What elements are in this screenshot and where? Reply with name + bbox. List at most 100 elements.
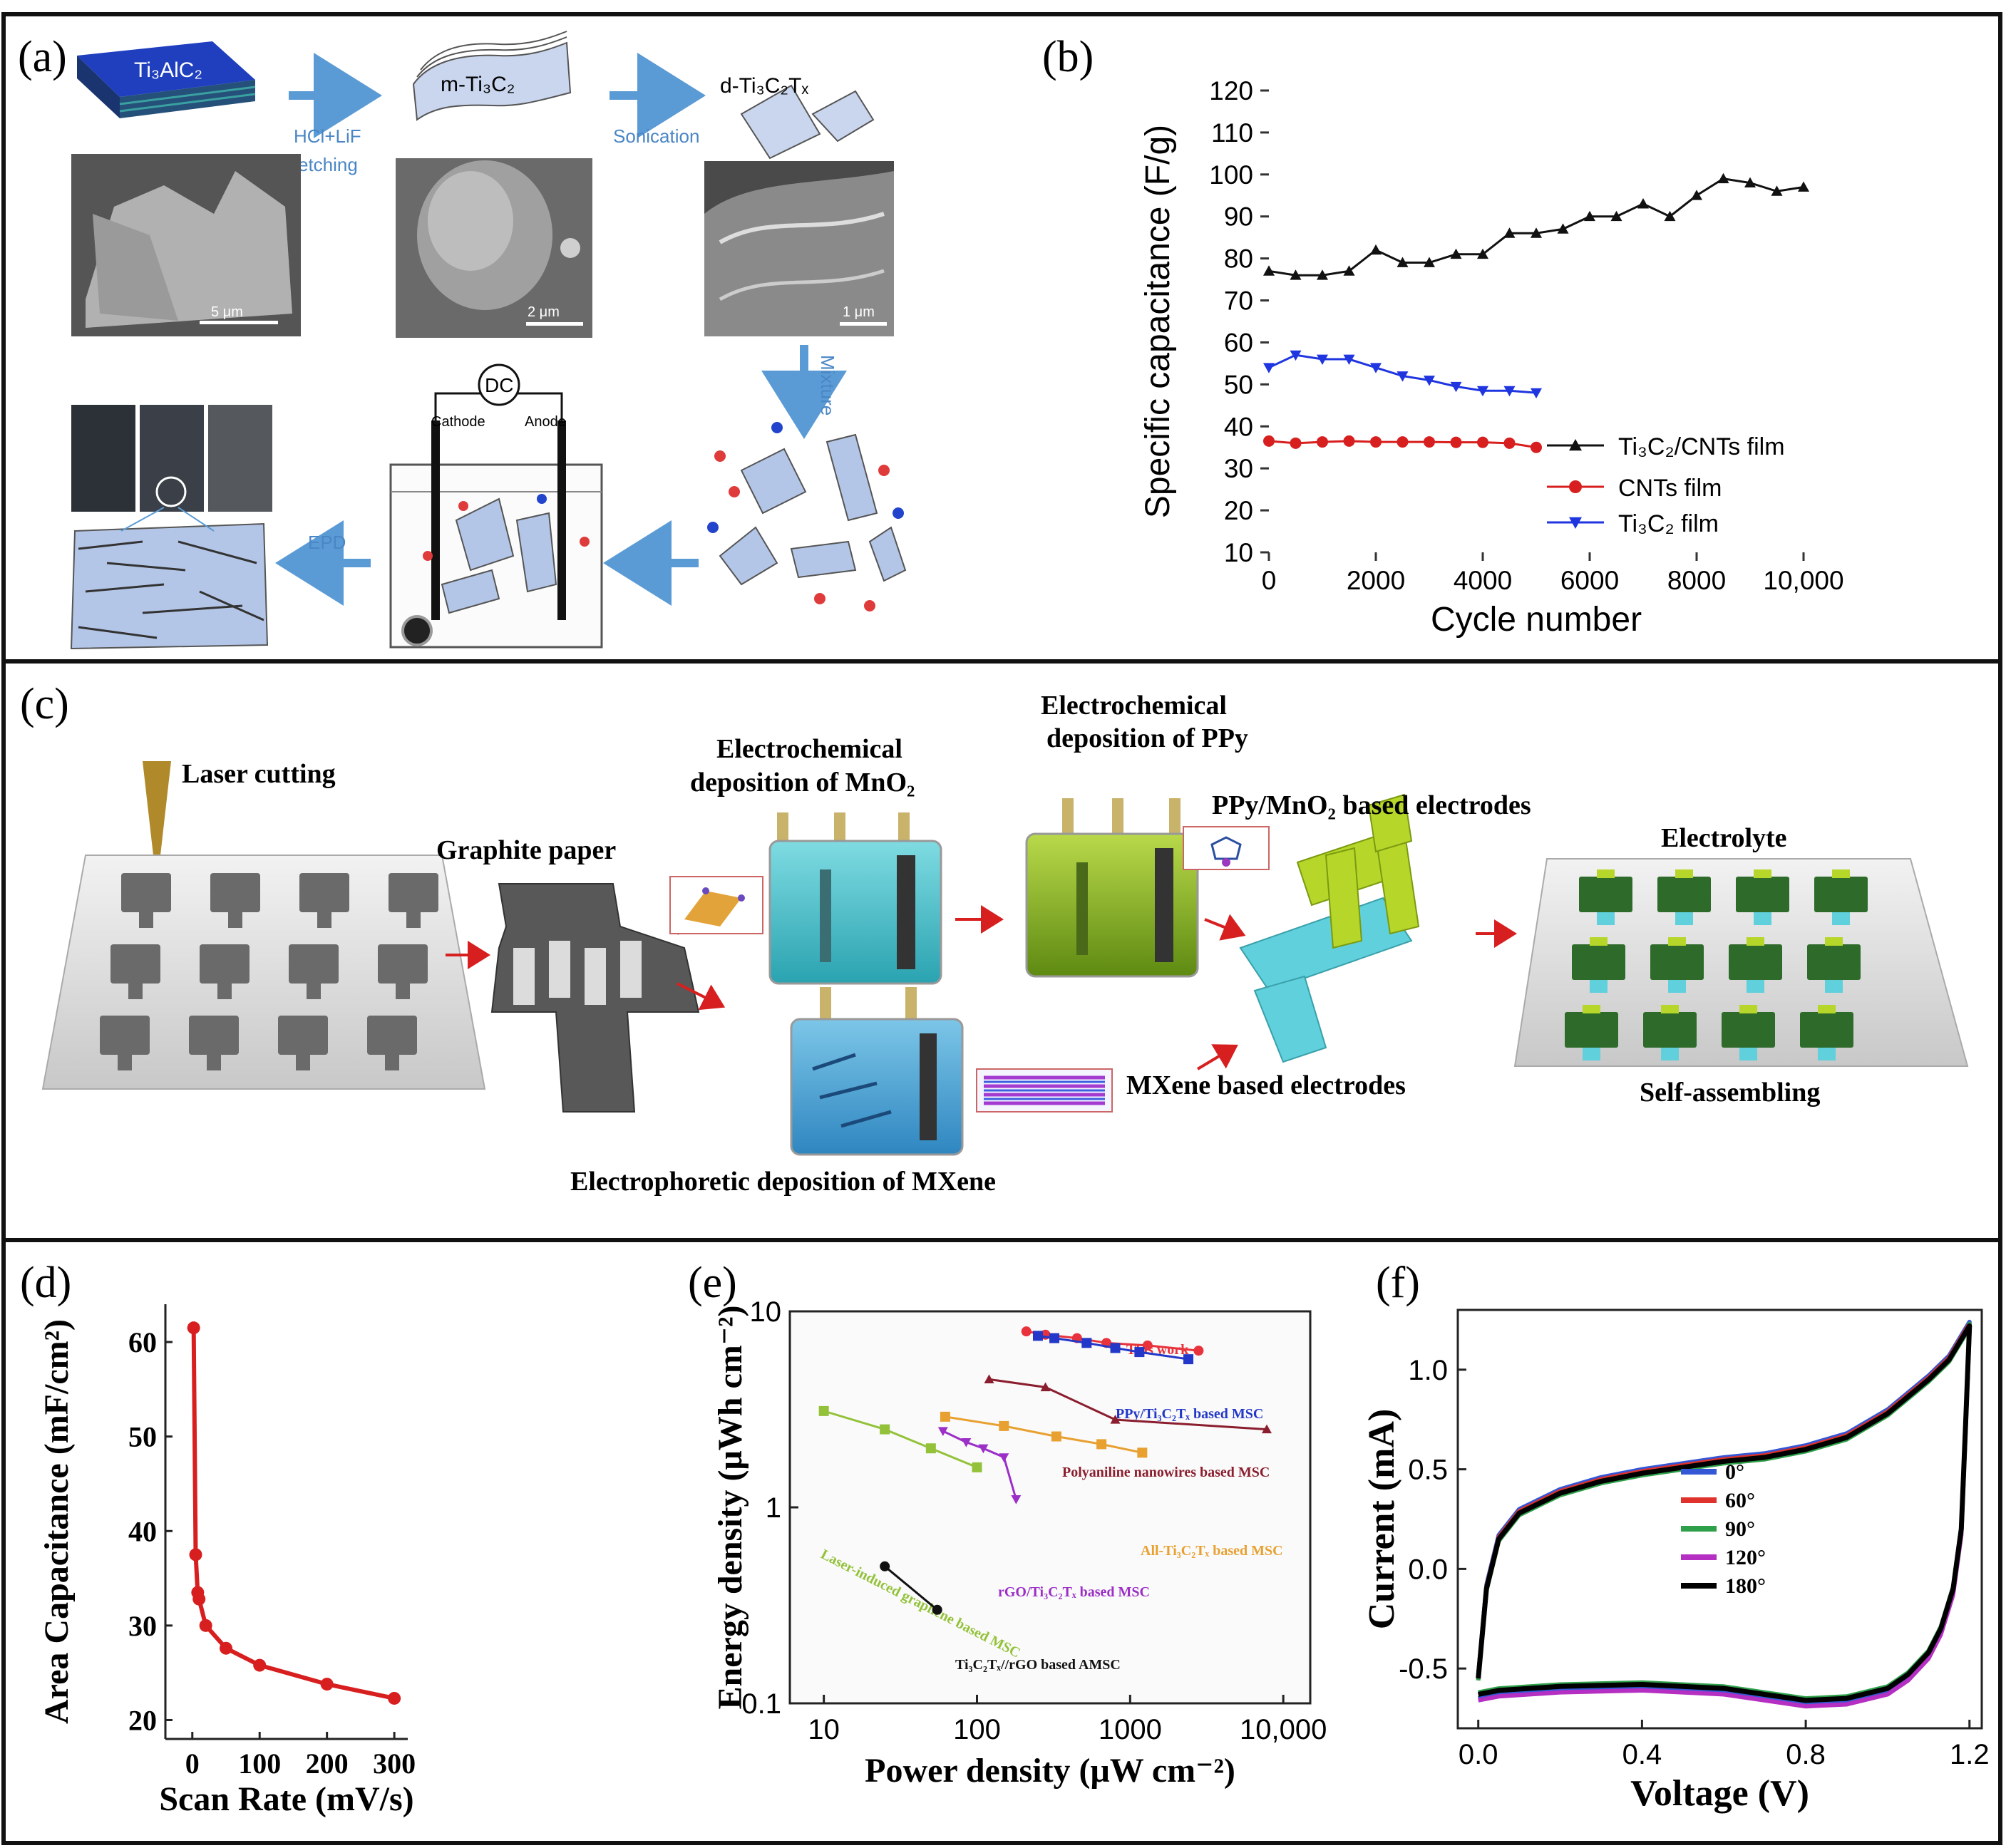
y-tick-label: 80 [1224,244,1253,274]
scale-bar-1: 5 μm [211,304,243,320]
data-point [1397,257,1409,267]
x-axis-title: Cycle number [1431,601,1642,639]
data-point [1263,363,1275,373]
device-tab-top [1597,869,1615,878]
laser-cut-electrode [278,1016,328,1055]
panel-c: (c) Laser cutting Graphite paper [20,680,1969,1197]
d-ti3c2tx-flakes: d-Ti₃C₂Tₓ [720,74,875,160]
x-tick-label: 10,000 [1763,566,1843,595]
film-network [70,507,269,650]
x-tick-label: 0.8 [1786,1739,1826,1770]
data-point [1557,223,1569,234]
device-tab-top [1739,1005,1757,1013]
etching-label-1: HCl+LiF [294,125,361,147]
series-annotation-3: All-Ti₃C₂Tₓ based MSC [1141,1543,1283,1559]
data-point [1370,436,1382,448]
legend-marker-1 [1569,480,1582,493]
y-tick-label: 0.5 [1408,1455,1448,1486]
data-point [192,1592,206,1606]
anode-label: Anode [525,414,566,430]
x-tick-label: 10 [808,1714,840,1745]
series-annotation-6: Ti₃C₂Tₓ//rGO based AMSC [955,1657,1121,1673]
device-sheet [1513,858,1969,1067]
y-tick-label: 1 [766,1492,781,1524]
device-electrode [1729,944,1782,980]
legend-label-0: 0° [1725,1460,1744,1484]
y-tick-label: 20 [128,1704,157,1736]
legend-marker-2 [1569,517,1582,529]
x-tick-label: 0 [1262,566,1277,595]
y-tick-label: 20 [1224,496,1253,525]
data-point [1477,248,1488,259]
data-point [984,1374,994,1383]
data-point [1290,350,1302,361]
legend-label-2: Ti₃C₂ film [1618,510,1719,537]
data-point [1110,1343,1121,1353]
device-tab-top [1754,869,1771,878]
ti3alc2-block: Ti₃AlC₂ [77,41,256,118]
data-point [880,1561,890,1571]
d-ti3c2tx-label: d-Ti₃C₂Tₓ [720,74,808,98]
data-point [1477,436,1488,448]
sem-image-m-ti3c2: 2 μm [396,158,592,338]
device-tab-top [1825,937,1843,946]
device-electrode [1722,1012,1775,1048]
data-point [1397,436,1409,448]
y-axis-title: Current (mA) [1362,1409,1402,1630]
series-annotation-4: rGO/Ti₃C₂Tₓ based MSC [998,1584,1150,1600]
series-annotation-1: PPy/Ti₃C₂Tₓ based MSC [1116,1406,1263,1422]
y-axis-title: Energy density (μWh cm⁻²) [711,1306,749,1710]
ppy-label-2: deposition of PPy [1046,723,1248,753]
y-tick-label: 60 [1224,328,1253,357]
y-tick-label: 10 [750,1296,782,1328]
device-tab-bottom [1832,912,1850,925]
data-point [1798,181,1809,192]
panel-f-label: (f) [1376,1259,1420,1307]
y-tick-label: 50 [1224,370,1253,399]
data-point [199,1619,212,1632]
etching-label-2: etching [298,154,358,175]
laser-cut-electrode [367,1016,417,1055]
x-axis-title: Scan Rate (mV/s) [159,1780,413,1818]
device-tab-bottom [1754,912,1771,925]
device-tab-bottom [1747,980,1764,993]
device-tab-bottom [1739,1048,1757,1060]
laser-cut-electrode [100,1016,150,1055]
laser-cut-electrode [210,873,260,912]
data-point [1021,1326,1032,1337]
mno2-label-1: Electrochemical [716,734,902,764]
device-tab-bottom [1818,1048,1836,1060]
device-tab-bottom [1825,980,1843,993]
laser-cut-tab [296,1055,310,1070]
laser-cut-tab [307,984,321,999]
plot-frame [1456,1308,1983,1730]
data-point [1263,435,1275,447]
y-tick-label: 110 [1211,118,1253,148]
x-tick-label: 0 [185,1748,200,1780]
x-tick-label: 2000 [1347,566,1405,595]
data-point [1637,198,1649,209]
laser-cut-tab [396,984,410,999]
device-tab-top [1590,937,1608,946]
ppy-label-1: Electrochemical [1041,691,1227,721]
data-point [1183,1354,1194,1365]
data-point [1397,371,1409,382]
x-tick-label: 1.2 [1950,1739,1990,1770]
device-tab-top [1668,937,1686,946]
x-tick-label: 200 [306,1748,349,1780]
legend-label-1: 60° [1725,1489,1755,1512]
data-point [1370,244,1382,255]
device-tab-top [1661,1005,1679,1013]
y-tick-label: 50 [128,1421,157,1453]
data-point [220,1641,232,1655]
data-point [189,1548,202,1561]
panel-a-label: (a) [18,33,67,81]
laser-cut-tab [128,984,143,999]
device-electrode [1650,944,1704,980]
arrow-c-6 [1196,1044,1238,1070]
graphite-paper-electrode [490,883,700,1113]
data-point [880,1424,890,1435]
data-point [187,1321,200,1335]
x-tick-label: 100 [238,1748,281,1780]
